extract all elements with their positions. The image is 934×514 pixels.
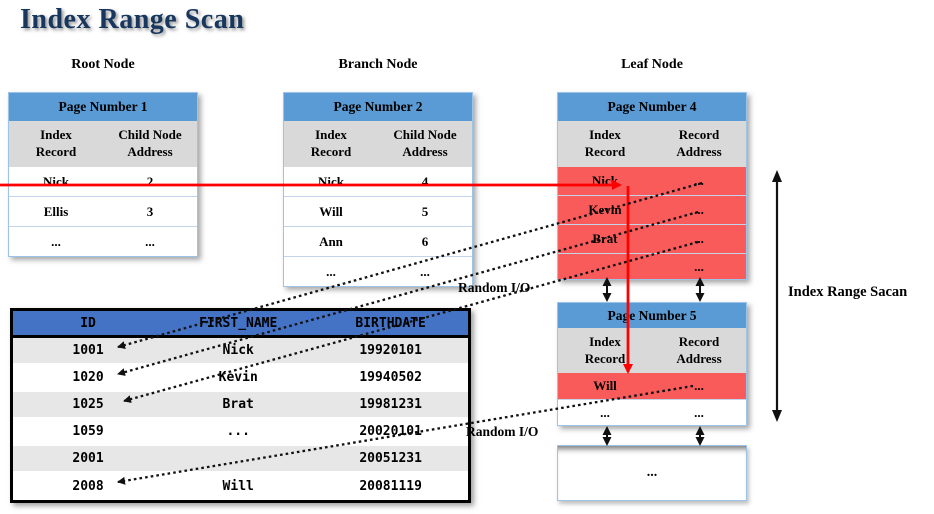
index-range-extent-arrow — [772, 170, 782, 422]
col-record-address: Record Address — [676, 127, 722, 159]
table-row: ... ... — [284, 256, 472, 286]
table-row: 1001 Nick 19920101 — [13, 338, 468, 365]
highlighted-row-will: Will ... — [558, 373, 746, 399]
table-row: 1020 Kevin 19940502 — [13, 365, 468, 392]
data-table: ID FIRST_NAME BIRTHDATE 1001 Nick 199201… — [10, 308, 471, 503]
highlighted-row-nick: Nick ... — [558, 167, 746, 195]
col-index-record: Index Record — [584, 127, 626, 159]
col-child-node-address: Child Node Address — [393, 127, 457, 159]
table-row: 1025 Brat 19981231 — [13, 392, 468, 419]
highlighted-row-brat: Brat ... — [558, 224, 746, 253]
index-range-scan-label: Index Range Sacan — [788, 284, 908, 300]
page1-column-headers: Index Record Child Node Address — [9, 121, 197, 167]
root-node-label: Root Node — [71, 57, 135, 72]
highlighted-row-ellipsis: ... — [558, 253, 746, 279]
col-record-address: Record Address — [676, 333, 722, 366]
table-row: 1059 ... 20020101 — [13, 419, 468, 446]
page-link-arrow-left-bottom — [602, 426, 612, 446]
leaf-node-label: Leaf Node — [621, 57, 683, 72]
col-index-record: Index Record — [310, 127, 352, 159]
col-index-record: Index Record — [35, 127, 77, 159]
next-page-box: ... — [557, 445, 747, 501]
branch-node-table: Page Number 2 Index Record Child Node Ad… — [283, 92, 473, 287]
col-birthdate: BIRTHDATE — [355, 315, 426, 331]
page-link-arrow-left-top — [602, 277, 612, 302]
leaf-node-table-page4: Page Number 4 Index Record Record Addres… — [557, 92, 747, 280]
random-io-label-2: Random I/O — [466, 424, 539, 439]
page4-title: Page Number 4 — [558, 93, 746, 121]
page5-title: Page Number 5 — [558, 303, 746, 328]
page-title: Index Range Scan — [20, 4, 245, 35]
table-row: Will 5 — [284, 196, 472, 226]
table-row: Nick 4 — [318, 173, 429, 189]
col-index-record: Index Record — [584, 333, 626, 366]
table-row: Ann 6 — [284, 226, 472, 256]
table-row: Nick 2 — [43, 173, 154, 189]
table-row: 2001 20051231 — [13, 446, 468, 473]
table-row: 2008 Will 20081119 — [72, 479, 422, 494]
col-first-name: FIRST_NAME — [199, 315, 278, 331]
col-id: ID — [80, 315, 96, 331]
random-io-label-1: Random I/O — [458, 280, 531, 295]
table-row: ... ... — [558, 399, 746, 425]
leaf-node-table-page5: Page Number 5 Index Record Record Addres… — [557, 302, 747, 426]
page2-title: Page Number 2 — [284, 93, 472, 121]
page-link-arrow-right-top — [695, 277, 705, 302]
page4-column-headers: Index Record Record Address — [558, 121, 746, 167]
data-table-header: ID FIRST_NAME BIRTHDATE — [13, 311, 468, 338]
page2-column-headers: Index Record Child Node Address — [284, 121, 472, 167]
table-row: Ellis 3 — [9, 196, 197, 226]
page1-title: Page Number 1 — [9, 93, 197, 121]
col-child-node-address: Child Node Address — [118, 127, 182, 159]
page5-column-headers: Index Record Record Address — [558, 328, 746, 373]
highlighted-row-kevin: Kevin ... — [558, 195, 746, 224]
root-node-table: Page Number 1 Index Record Child Node Ad… — [8, 92, 198, 257]
page-link-arrow-right-bottom — [695, 426, 705, 446]
table-row: ... ... — [9, 226, 197, 256]
branch-node-label: Branch Node — [338, 57, 418, 72]
